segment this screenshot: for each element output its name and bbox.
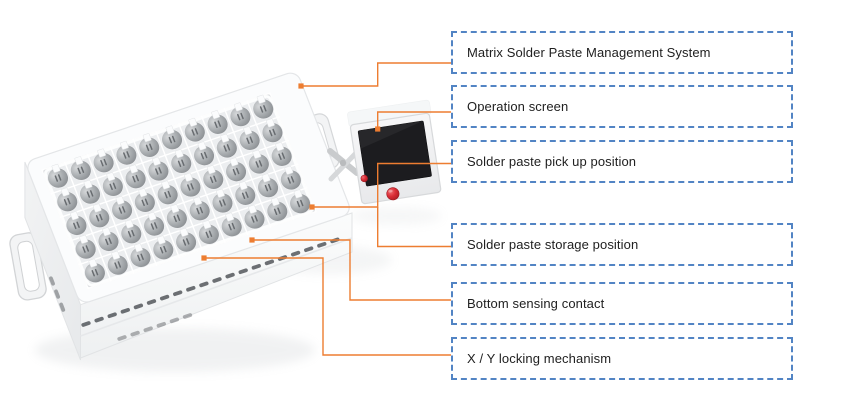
- leader-bottom-contact: [252, 239, 451, 301]
- tray-slot: [82, 201, 117, 235]
- tray-slot: [78, 256, 112, 290]
- vent-slot: [94, 316, 104, 323]
- callout-label: Bottom sensing contact: [467, 296, 605, 311]
- vent-slot: [186, 285, 196, 292]
- vent-slot: [159, 294, 170, 301]
- vent-slot: [120, 307, 130, 314]
- screen-bracket: [327, 148, 360, 182]
- anchor-dot: [201, 255, 207, 261]
- vent-slot: [54, 289, 61, 299]
- callout-label: Matrix Solder Paste Management System: [467, 45, 711, 60]
- callout-operation-screen: Operation screen: [451, 85, 793, 128]
- leader-anchor-dots: [201, 83, 381, 261]
- vent-slot: [107, 312, 117, 319]
- tray-slot: [264, 139, 299, 173]
- tray-slot: [274, 163, 308, 197]
- vent-slot: [238, 268, 248, 275]
- callout-pickup-position: Solder paste pick up position: [451, 140, 793, 183]
- vent-slot: [304, 246, 314, 253]
- tray-slot: [214, 210, 249, 244]
- leader-storage-position: [377, 207, 451, 248]
- vent-slot: [169, 317, 180, 324]
- tray-slot: [95, 169, 130, 203]
- leader-locking-mechanism: [204, 257, 451, 356]
- anchor-dot: [375, 126, 381, 132]
- callout-bottom-contact: Bottom sensing contact: [451, 282, 793, 325]
- vent-slot: [156, 321, 166, 328]
- tray-slot: [160, 201, 194, 235]
- tray: [27, 72, 350, 303]
- tray-slot: [118, 162, 153, 196]
- callout-label: Operation screen: [467, 99, 569, 114]
- tray-slot: [192, 217, 226, 251]
- leader-pickup-position: [312, 162, 451, 208]
- vent-slot: [317, 241, 327, 248]
- tray-slot: [219, 155, 253, 189]
- callout-label: Solder paste storage position: [467, 237, 639, 252]
- anchor-dot: [249, 237, 255, 243]
- vent-slot: [212, 277, 222, 283]
- vent-slot: [264, 259, 275, 266]
- vent-slot: [251, 263, 261, 270]
- tray-slot: [232, 123, 267, 157]
- anchor-dot: [298, 83, 304, 89]
- leader-title: [301, 62, 451, 87]
- callout-system-title: Matrix Solder Paste Management System: [451, 31, 793, 74]
- vent-slot: [59, 302, 66, 312]
- tray-slot: [255, 116, 290, 150]
- tray-slot: [146, 233, 181, 267]
- tray-slot: [283, 187, 317, 221]
- tray-slot: [73, 177, 107, 211]
- leader-operation-screen: [377, 111, 451, 129]
- vent-slot: [182, 313, 193, 319]
- tray-slot: [237, 202, 272, 236]
- vent-slot: [199, 281, 209, 288]
- callout-locking-mechanism: X / Y locking mechanism: [451, 337, 793, 380]
- vent-row: [49, 237, 340, 341]
- vent-slot: [117, 335, 127, 341]
- tray-slot: [246, 92, 281, 126]
- vent-slot: [130, 330, 140, 337]
- vent-slot: [81, 321, 91, 327]
- vent-slot: [133, 303, 144, 310]
- vent-slot: [49, 276, 55, 286]
- callout-storage-position: Solder paste storage position: [451, 223, 793, 266]
- callout-label: X / Y locking mechanism: [467, 351, 612, 366]
- callout-label: Solder paste pick up position: [467, 154, 637, 169]
- screen-button-small: [360, 174, 368, 183]
- anchor-dot: [309, 204, 315, 210]
- vent-slot: [225, 272, 235, 279]
- vent-slot: [290, 250, 301, 257]
- tray-slot: [86, 146, 121, 180]
- operation-screen: [347, 99, 442, 205]
- screen-display: [357, 120, 432, 187]
- vent-slot: [143, 326, 153, 333]
- tray-slot: [169, 225, 203, 259]
- tray-slot: [123, 240, 158, 274]
- tray-slot: [109, 138, 144, 172]
- pocket-grid: [41, 92, 317, 290]
- leader-lines: [204, 62, 451, 356]
- vent-slot: [173, 290, 183, 297]
- screen-button-large: [386, 187, 400, 201]
- tray-slot: [200, 107, 235, 141]
- vent-slot: [146, 299, 157, 305]
